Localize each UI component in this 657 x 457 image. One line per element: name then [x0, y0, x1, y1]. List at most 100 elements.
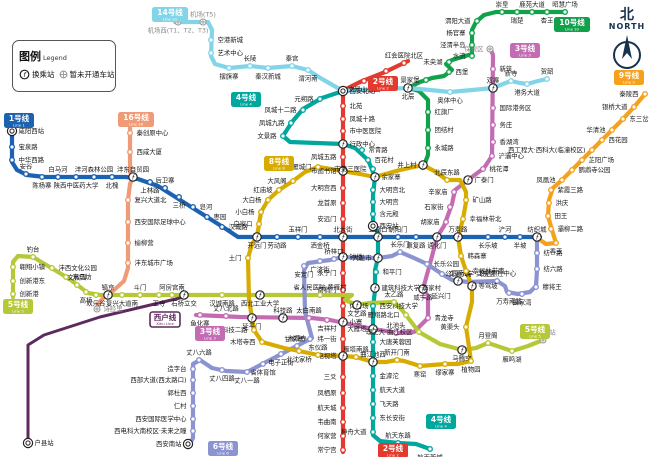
- svg-text:4号线: 4号线: [236, 92, 257, 102]
- station-label: 辛家庙: [428, 187, 448, 196]
- svg-text:Line 5: Line 5: [12, 308, 24, 313]
- station-label: 井上村: [397, 160, 417, 169]
- station: 北苑: [340, 101, 363, 110]
- station-label: 凤城十二路: [265, 105, 298, 114]
- station-label: 广济街: [310, 265, 330, 274]
- station: 木塔寺西: [230, 337, 266, 346]
- station: 雁鸣湖: [502, 348, 522, 364]
- station: 龙首原: [317, 198, 347, 207]
- station: 创新港东: [9, 276, 45, 285]
- station-label: 西安站: [380, 221, 400, 230]
- station-label: 团结村: [435, 125, 455, 134]
- svg-text:Line 5: Line 5: [529, 333, 541, 338]
- station-label: 镐京: [102, 283, 115, 292]
- station: 半坡: [514, 233, 527, 250]
- station: 长乐坡: [478, 233, 498, 250]
- station-label: 北沈家桥: [286, 355, 312, 364]
- station-label: 玉祥门: [288, 225, 307, 234]
- station: 欢乐谷: [86, 292, 106, 308]
- svg-text:2号线: 2号线: [373, 76, 394, 86]
- station: 凤凰池: [536, 175, 566, 184]
- station: 未央湖: [423, 57, 453, 66]
- station-label: 五路口: [368, 225, 387, 234]
- station-label: 凤城十路: [350, 114, 376, 123]
- station: 万寿南路: [496, 290, 522, 306]
- svg-text:Line 3: Line 3: [519, 52, 531, 57]
- station-label: 香湖湾: [500, 137, 520, 146]
- station: 省人民医院·黄雁村: [293, 283, 347, 299]
- svg-text:Line 3: Line 3: [204, 335, 216, 340]
- svg-text:f: f: [374, 285, 377, 292]
- station: 常青路: [359, 145, 388, 154]
- station-label: 永宁门: [317, 268, 336, 277]
- station-label: 西安南站: [156, 439, 182, 448]
- station-label: 北辰东路: [434, 168, 460, 177]
- station-label: 龙首原: [317, 198, 337, 207]
- station-label: 咸宁路: [413, 293, 433, 302]
- station: 电子正街: [268, 351, 294, 367]
- station-label: 皂河: [200, 202, 213, 211]
- station: 长乐公园: [424, 259, 459, 268]
- svg-text:f: f: [436, 234, 439, 241]
- station-label: 凤城五路: [311, 152, 337, 161]
- svg-text:f: f: [342, 353, 345, 360]
- station-label: 科技二路: [222, 325, 248, 334]
- svg-text:f: f: [132, 174, 135, 181]
- station-label: 大明宫西: [311, 183, 337, 192]
- station-label: 寒窑: [414, 370, 427, 379]
- station: 市中医医院: [340, 126, 382, 135]
- station: 韩森寨: [458, 251, 487, 260]
- station: 复兴大道南: [106, 292, 139, 308]
- compass-needle-icon: [613, 35, 641, 69]
- station: f北辰: [402, 83, 415, 101]
- station: 田王: [545, 212, 568, 220]
- station-label: 凤栖原: [317, 388, 337, 397]
- station: 皂河: [189, 202, 213, 211]
- station-label: 凤城九路: [259, 118, 285, 127]
- station-label: 翱翔小镇: [20, 262, 46, 271]
- station-label: 杨官寨: [446, 28, 466, 37]
- station-label: 文教园: [67, 273, 86, 282]
- station: 户县站: [22, 437, 54, 449]
- station: 土门: [229, 253, 251, 262]
- station: 西安南站: [156, 438, 194, 450]
- station: 市第三医院: [335, 164, 377, 173]
- station-label: 保税区: [464, 44, 484, 53]
- station: 飞天路: [370, 399, 399, 408]
- station: 长乐门: [390, 240, 410, 255]
- station: 安谷: [20, 162, 33, 177]
- station-label: 空港新城: [218, 35, 244, 44]
- station-label: 西安国际足球中心: [135, 217, 187, 226]
- station-label: 万寿路: [448, 225, 468, 234]
- station: 崇皇: [496, 0, 509, 15]
- station: 新寺: [505, 69, 518, 84]
- station-label: 北大街: [333, 225, 353, 234]
- station: 北槐: [106, 173, 119, 190]
- station: 翱翔小镇: [9, 262, 46, 271]
- station: 雁塔南路: [343, 345, 369, 361]
- station: 陕西中医药大学: [54, 173, 99, 190]
- station-label: 崇皇: [496, 0, 509, 9]
- station-label: 纺六路: [544, 264, 564, 273]
- svg-text:5号线: 5号线: [525, 324, 546, 334]
- station-label: 大白杨: [242, 195, 262, 204]
- station-label: 三桥: [173, 201, 186, 210]
- station-label: 北辰: [402, 93, 415, 101]
- station: 南稍门: [317, 285, 347, 294]
- station: 省体育馆: [250, 361, 276, 377]
- station: 钓台: [27, 245, 39, 260]
- station-label: 长乐门: [390, 240, 409, 249]
- svg-text:f: f: [377, 234, 380, 241]
- station: 枣园: [203, 212, 226, 221]
- station: 郭杜西: [167, 388, 196, 397]
